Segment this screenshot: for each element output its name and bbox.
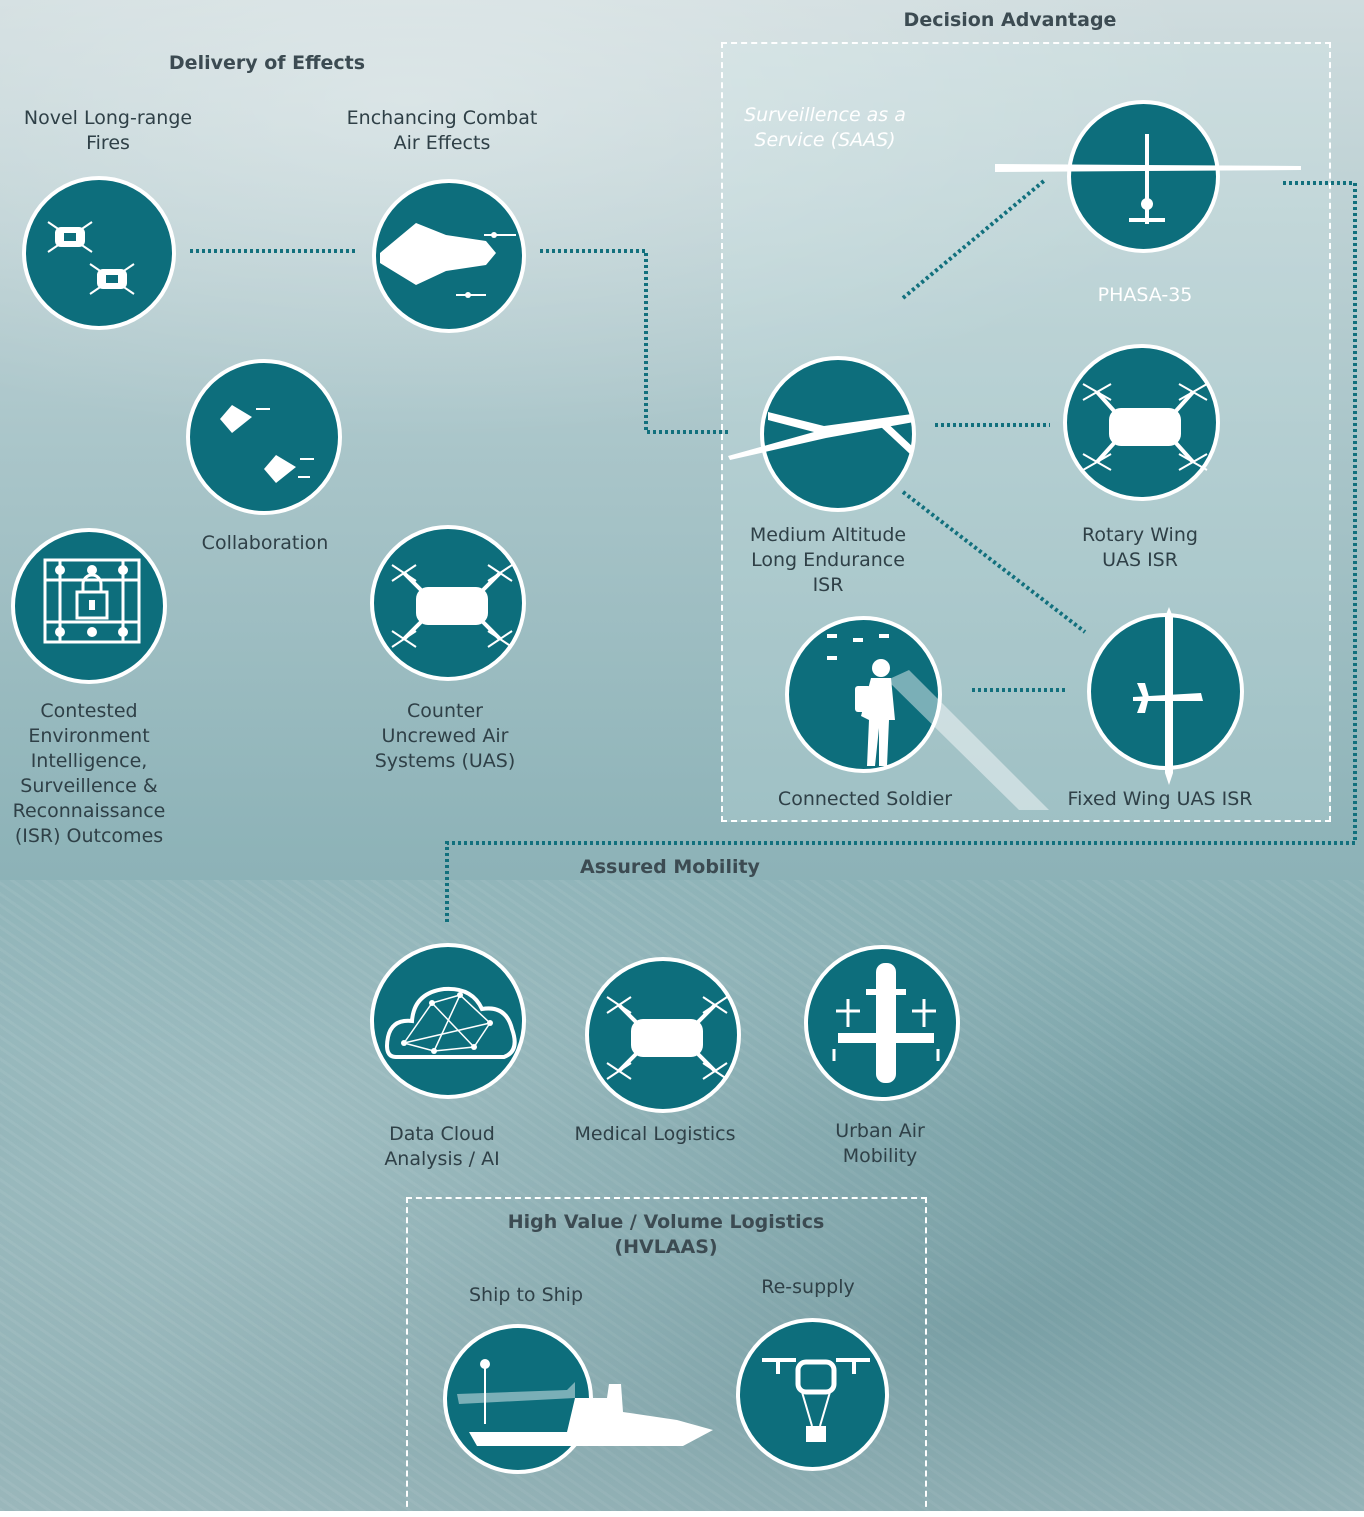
rotary-isr-label: Rotary Wing UAS ISR xyxy=(1060,523,1220,573)
male-isr-label: Medium Altitude Long Endurance ISR xyxy=(733,523,923,598)
male-isr-node xyxy=(728,356,916,512)
quad-drone-icon xyxy=(391,564,513,648)
label-line: (ISR) Outcomes xyxy=(14,825,164,847)
label-line: Long Endurance xyxy=(751,549,905,571)
label-line: PHASA-35 xyxy=(1097,284,1193,306)
label-line: Urban Air xyxy=(835,1120,925,1142)
hvlaas-heading-line1: High Value / Volume Logistics xyxy=(507,1211,825,1233)
label-line: Environment xyxy=(28,725,150,747)
contested-isr-label: Contested Environment Intelligence, Surv… xyxy=(0,699,184,849)
label-line: Fixed Wing UAS ISR xyxy=(1067,788,1253,810)
quad-drones-icon xyxy=(47,221,135,295)
resupply-label: Re-supply xyxy=(738,1275,878,1300)
male-drone-icon xyxy=(728,412,914,460)
combat-air-node xyxy=(372,179,526,333)
fixed-wing-isr-node xyxy=(1087,607,1244,785)
hvlaas-heading-line2: (HVLAAS) xyxy=(614,1236,718,1258)
label-line: Ship to Ship xyxy=(468,1284,584,1306)
fixed-wing-drone-icon xyxy=(1133,607,1203,785)
label-line: Uncrewed Air xyxy=(381,725,509,747)
cargo-drone-icon xyxy=(762,1358,870,1442)
label-line: Air Effects xyxy=(393,132,491,154)
label-line: Medical Logistics xyxy=(574,1123,736,1145)
label-line: Systems (UAS) xyxy=(374,750,516,772)
jet-fighter-icon xyxy=(380,223,516,298)
hvlaas-heading: High Value / Volume Logistics (HVLAAS) xyxy=(496,1210,836,1260)
label-line: Re-supply xyxy=(761,1276,855,1298)
label-line: Reconnaissance xyxy=(12,800,166,822)
collaboration-node xyxy=(186,359,342,515)
resupply-node xyxy=(736,1318,889,1471)
quad-drone-icon xyxy=(606,996,728,1080)
delivery-of-effects-heading: Delivery of Effects xyxy=(168,52,366,74)
contested-isr-node xyxy=(11,528,167,684)
assured-mobility-heading: Assured Mobility xyxy=(580,856,760,878)
label-line: Analysis / AI xyxy=(384,1148,500,1170)
label-line: Enchancing Combat xyxy=(346,107,538,129)
label-line: ISR xyxy=(812,574,844,596)
ship-icon xyxy=(457,1359,713,1446)
medical-logistics-node xyxy=(585,957,741,1113)
label-line: Service (SAAS) xyxy=(754,129,896,151)
tiltrotor-icon xyxy=(832,963,940,1083)
connected-soldier-label: Connected Soldier xyxy=(765,787,965,812)
label-line: Surveillence as a xyxy=(744,104,906,126)
label-line: Data Cloud xyxy=(389,1123,495,1145)
label-line: Surveillence & xyxy=(20,775,158,797)
phasa-label: PHASA-35 xyxy=(1070,283,1220,308)
urban-air-label: Urban Air Mobility xyxy=(800,1119,960,1169)
data-cloud-label: Data Cloud Analysis / AI xyxy=(362,1122,522,1172)
cloud-network-icon xyxy=(385,986,517,1059)
counter-uas-node xyxy=(370,525,526,681)
rotary-isr-node xyxy=(1063,344,1220,501)
novel-fires-node xyxy=(22,176,176,330)
circuit-lock-icon xyxy=(43,558,141,644)
label-line: Mobility xyxy=(842,1145,918,1167)
collaboration-label: Collaboration xyxy=(175,531,355,556)
counter-uas-label: Counter Uncrewed Air Systems (UAS) xyxy=(350,699,540,774)
urban-air-node xyxy=(804,945,960,1101)
label-line: Collaboration xyxy=(201,532,329,554)
label-line: Counter xyxy=(407,700,483,722)
ship-to-ship-label: Ship to Ship xyxy=(446,1283,606,1308)
fixed-wing-isr-label: Fixed Wing UAS ISR xyxy=(1050,787,1270,812)
label-line: Novel Long-range xyxy=(23,107,193,129)
saas-label: Surveillence as a Service (SAAS) xyxy=(735,103,915,153)
combat-air-label: Enchancing Combat Air Effects xyxy=(337,106,547,156)
medical-logistics-label: Medical Logistics xyxy=(565,1122,745,1147)
jet-pair-icon xyxy=(220,405,314,483)
label-line: Rotary Wing xyxy=(1082,524,1198,546)
data-cloud-node xyxy=(370,943,526,1099)
solar-glider-icon xyxy=(995,134,1301,224)
label-line: Medium Altitude xyxy=(749,524,907,546)
label-line: Connected Soldier xyxy=(777,788,953,810)
label-line: UAS ISR xyxy=(1102,549,1178,571)
label-line: Intelligence, xyxy=(30,750,148,772)
soldier-icon xyxy=(827,634,1049,810)
label-line: Fires xyxy=(86,132,130,154)
phasa-node xyxy=(995,100,1301,253)
quad-drone-icon xyxy=(1082,383,1208,471)
ship-to-ship-node xyxy=(443,1324,713,1474)
label-line: Contested xyxy=(40,700,138,722)
novel-fires-label: Novel Long-range Fires xyxy=(8,106,208,156)
decision-advantage-heading: Decision Advantage xyxy=(903,9,1117,31)
connected-soldier-node xyxy=(785,616,1049,810)
